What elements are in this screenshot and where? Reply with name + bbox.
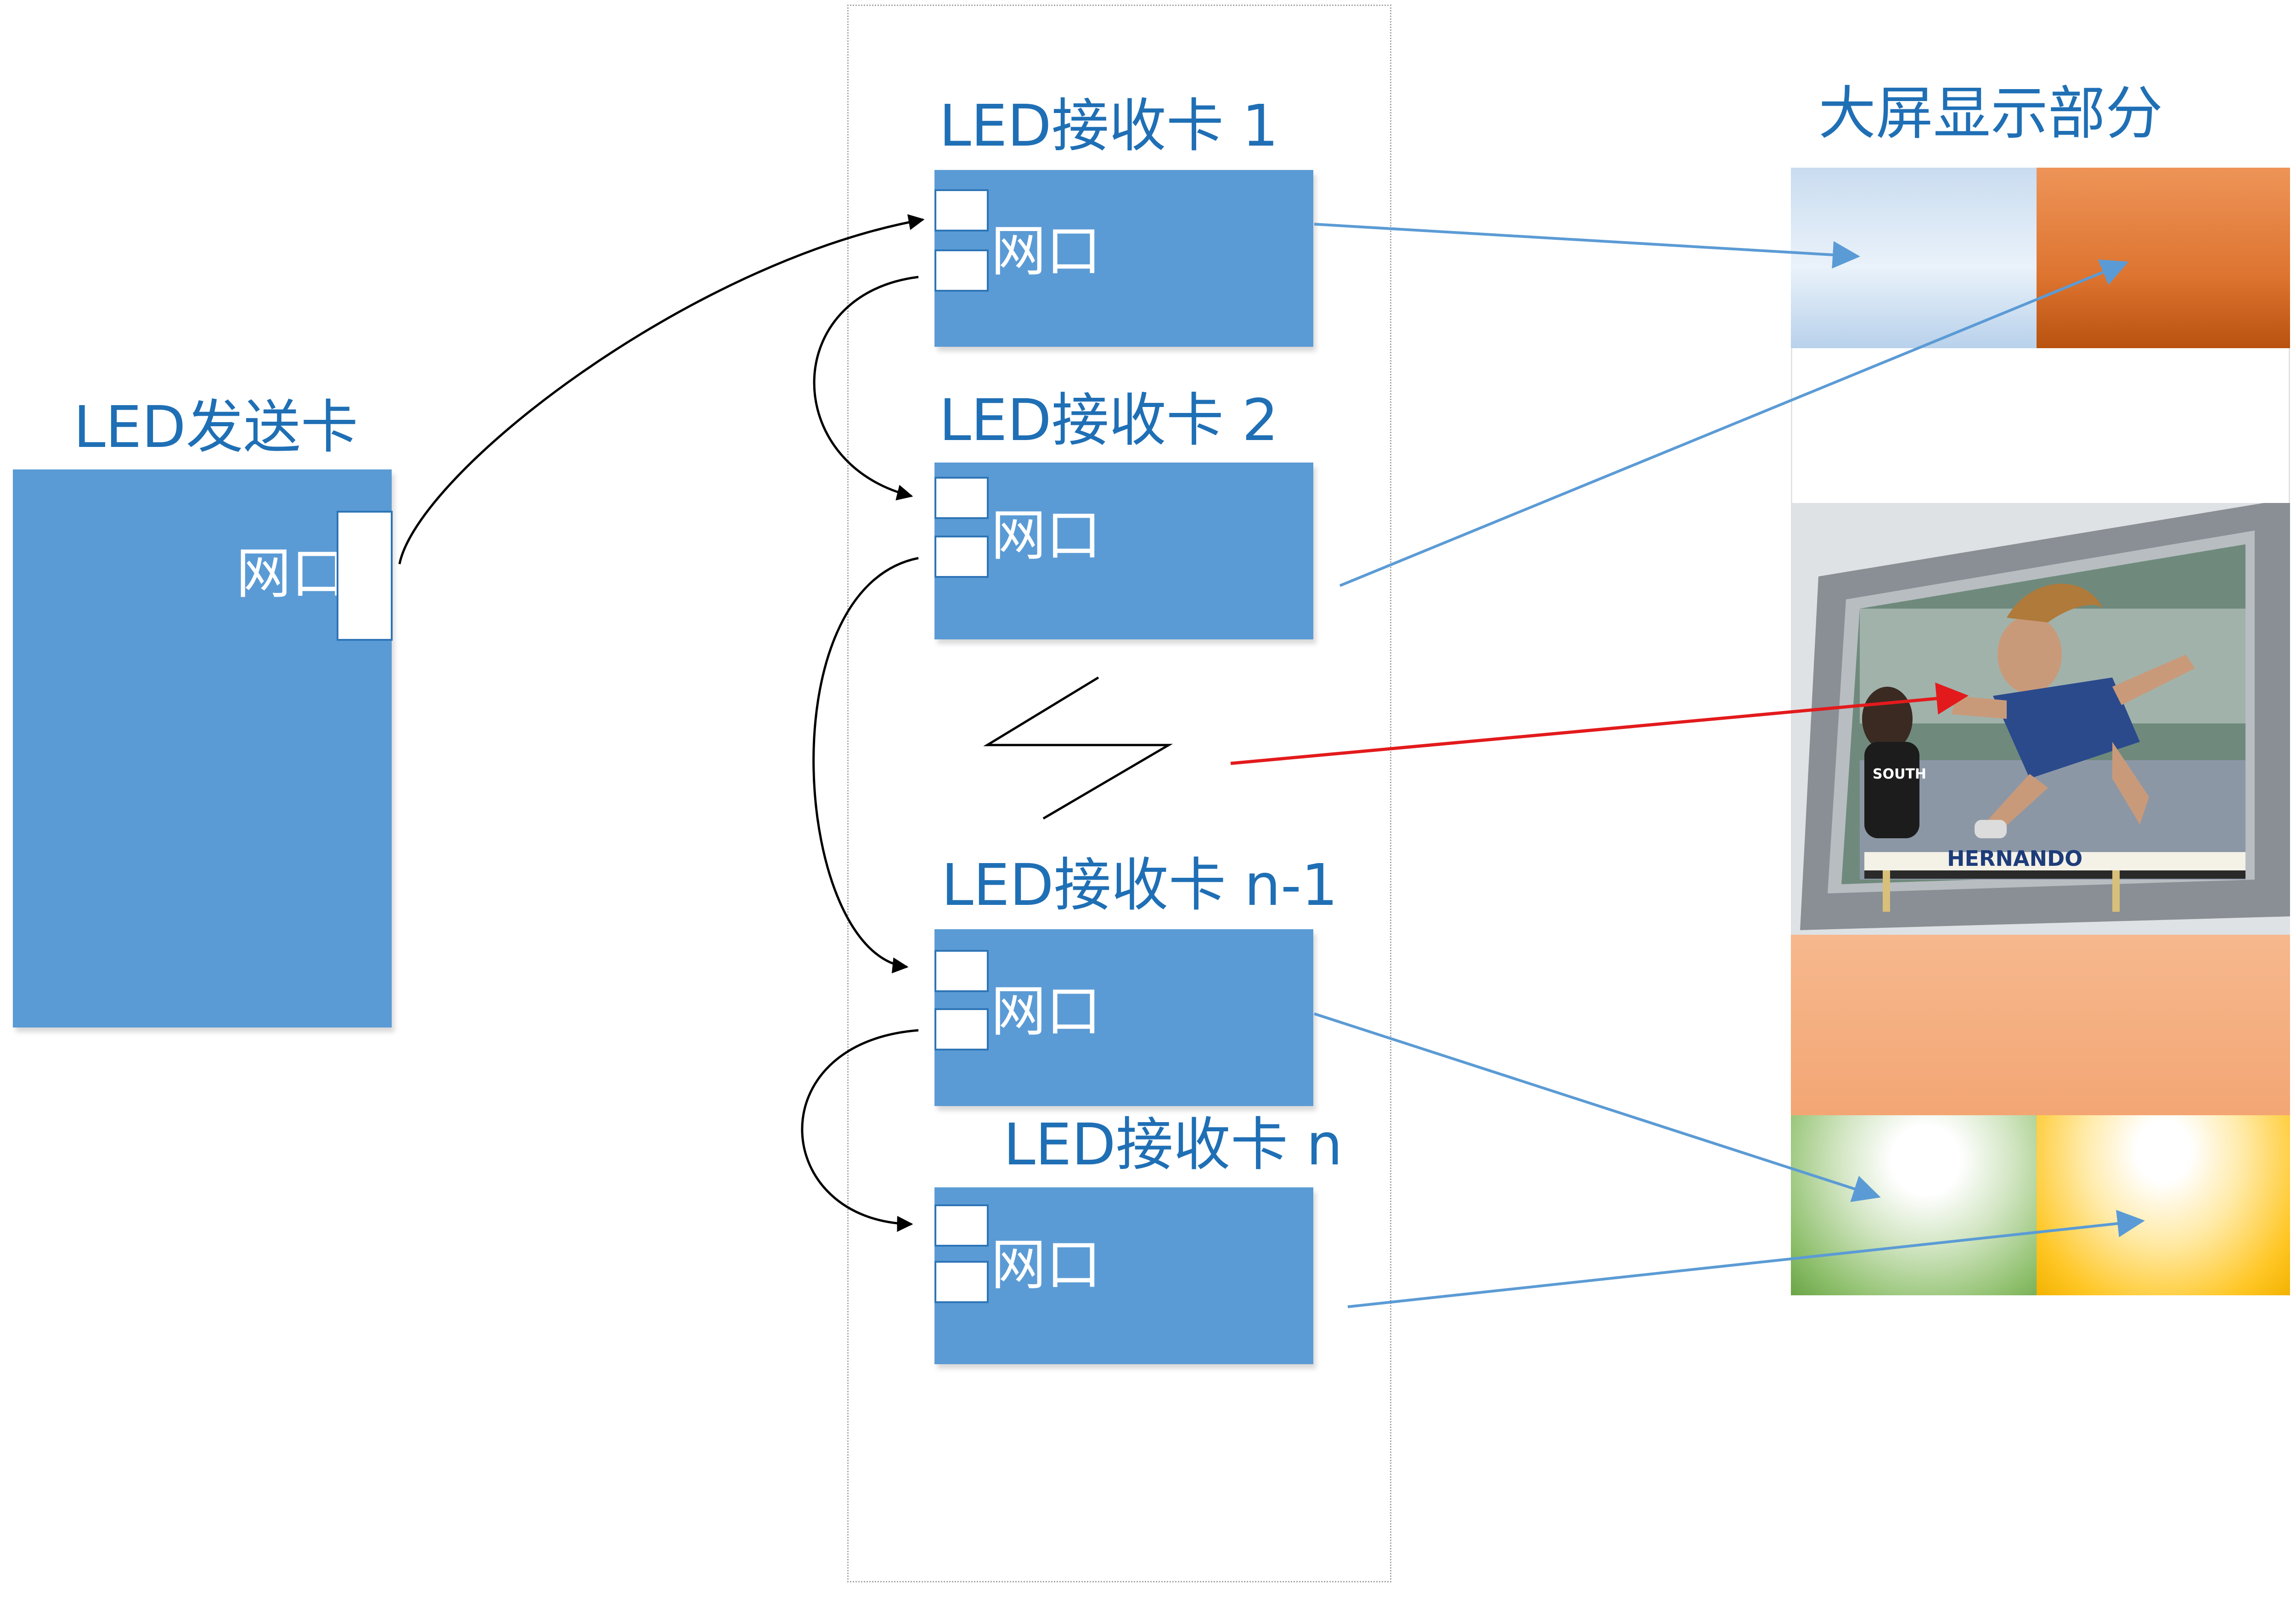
receiver-n-port-label: 网口 <box>991 1233 1101 1297</box>
receiver-1-port-out <box>934 249 989 292</box>
receiver-1-title: LED接收卡 1 <box>939 93 1279 159</box>
sender-card: 网口 <box>13 469 392 1028</box>
display-tile-dark-orange <box>2037 168 2290 348</box>
display-tile-light-blue <box>1791 168 2037 348</box>
display-title: 大屏显示部分 <box>1818 80 2163 147</box>
display-tile-green <box>1791 1115 2037 1295</box>
receiver-n-1-title: LED接收卡 n-1 <box>941 852 1338 919</box>
receiver-2-title: LED接收卡 2 <box>939 387 1279 454</box>
display-tile-yellow <box>2037 1115 2290 1295</box>
receiver-1-port-in <box>934 189 989 232</box>
billboard-jersey-text: SOUTH <box>1873 766 1926 782</box>
receiver-n-1-port-out <box>934 1008 989 1050</box>
receiver-n-1-port-label: 网口 <box>991 980 1101 1044</box>
display-tile-light-orange <box>1791 935 2290 1115</box>
receiver-n-title: LED接收卡 n <box>1003 1112 1343 1178</box>
receiver-n-port-out <box>934 1261 989 1303</box>
receiver-2-port-in <box>934 477 989 519</box>
receiver-1-port-label: 网口 <box>991 220 1101 283</box>
sender-port-label: 网口 <box>236 542 346 606</box>
receiver-2-card: 网口 <box>934 463 1313 639</box>
billboard-bib-text: HERNANDO <box>1947 846 2082 871</box>
sender-network-port <box>337 511 393 641</box>
receiver-n-1-port-in <box>934 950 989 992</box>
receiver-2-port-label: 网口 <box>991 504 1101 568</box>
display-billboard-photo: HERNANDO SOUTH <box>1791 503 2290 935</box>
map-receiver-1-to-tile-light-blue <box>1314 223 1860 269</box>
sender-card-title: LED发送卡 <box>73 394 358 461</box>
link-sender-to-receiver-1 <box>398 214 925 565</box>
receiver-n-1-card: 网口 <box>934 929 1313 1106</box>
receiver-n-card: 网口 <box>934 1187 1313 1364</box>
receiver-1-card: 网口 <box>934 170 1313 347</box>
receiver-2-port-out <box>934 536 989 578</box>
receiver-n-port-in <box>934 1204 989 1247</box>
